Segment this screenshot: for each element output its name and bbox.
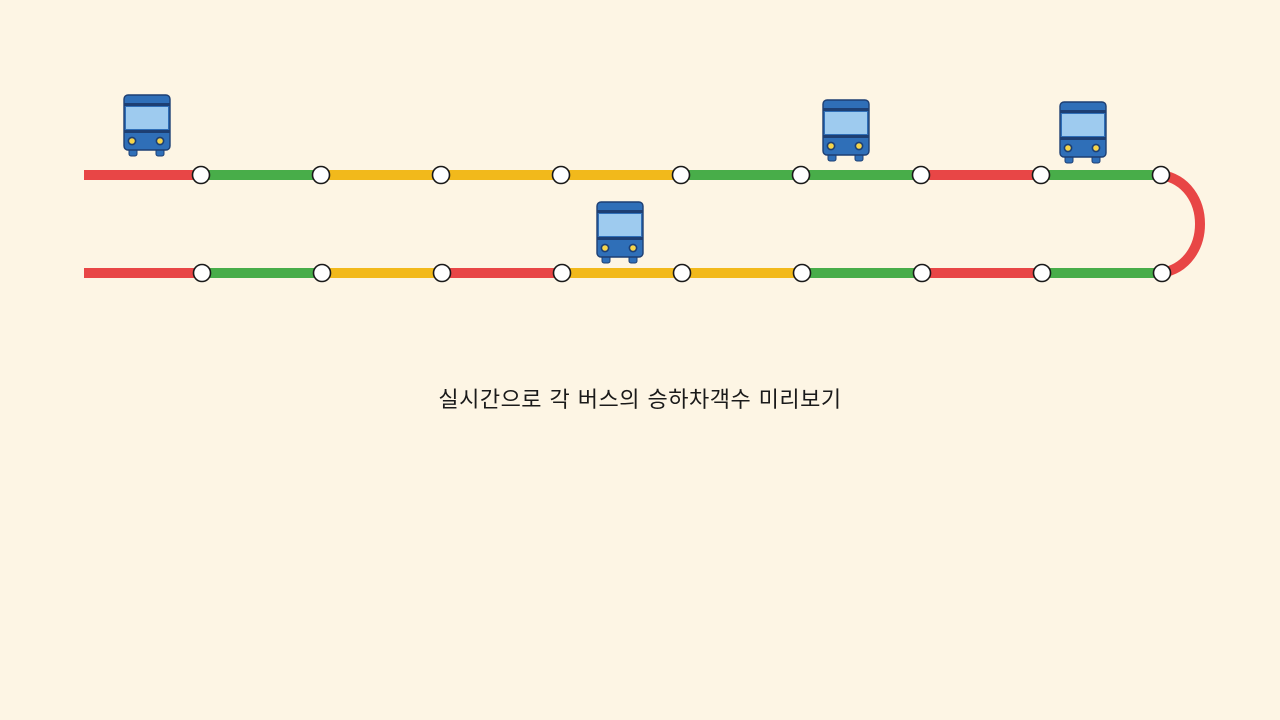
bus-icon-0[interactable] — [123, 94, 171, 157]
outbound-stop-3[interactable] — [551, 165, 571, 185]
bus-icon-2[interactable] — [1059, 101, 1107, 164]
route-segments — [84, 170, 1205, 278]
inbound-stop-2[interactable] — [432, 263, 452, 283]
route-stops — [191, 165, 1172, 283]
inbound-stop-6[interactable] — [912, 263, 932, 283]
inbound-stop-8[interactable] — [1152, 263, 1172, 283]
inbound-stop-5[interactable] — [792, 263, 812, 283]
outbound-stop-0[interactable] — [191, 165, 211, 185]
inbound-stop-4[interactable] — [672, 263, 692, 283]
outbound-stop-7[interactable] — [1031, 165, 1051, 185]
turnaround-segment — [1159, 170, 1205, 278]
outbound-stop-4[interactable] — [671, 165, 691, 185]
outbound-stop-5[interactable] — [791, 165, 811, 185]
caption-text: 실시간으로 각 버스의 승하차객수 미리보기 — [438, 388, 842, 413]
bus-icon-1[interactable] — [822, 99, 870, 162]
outbound-stop-6[interactable] — [911, 165, 931, 185]
outbound-stop-8[interactable] — [1151, 165, 1171, 185]
route-buses — [123, 94, 1107, 264]
inbound-stop-0[interactable] — [192, 263, 212, 283]
inbound-stop-7[interactable] — [1032, 263, 1052, 283]
outbound-stop-2[interactable] — [431, 165, 451, 185]
outbound-stop-1[interactable] — [311, 165, 331, 185]
bus-icon-3[interactable] — [596, 201, 644, 264]
inbound-stop-1[interactable] — [312, 263, 332, 283]
inbound-stop-3[interactable] — [552, 263, 572, 283]
